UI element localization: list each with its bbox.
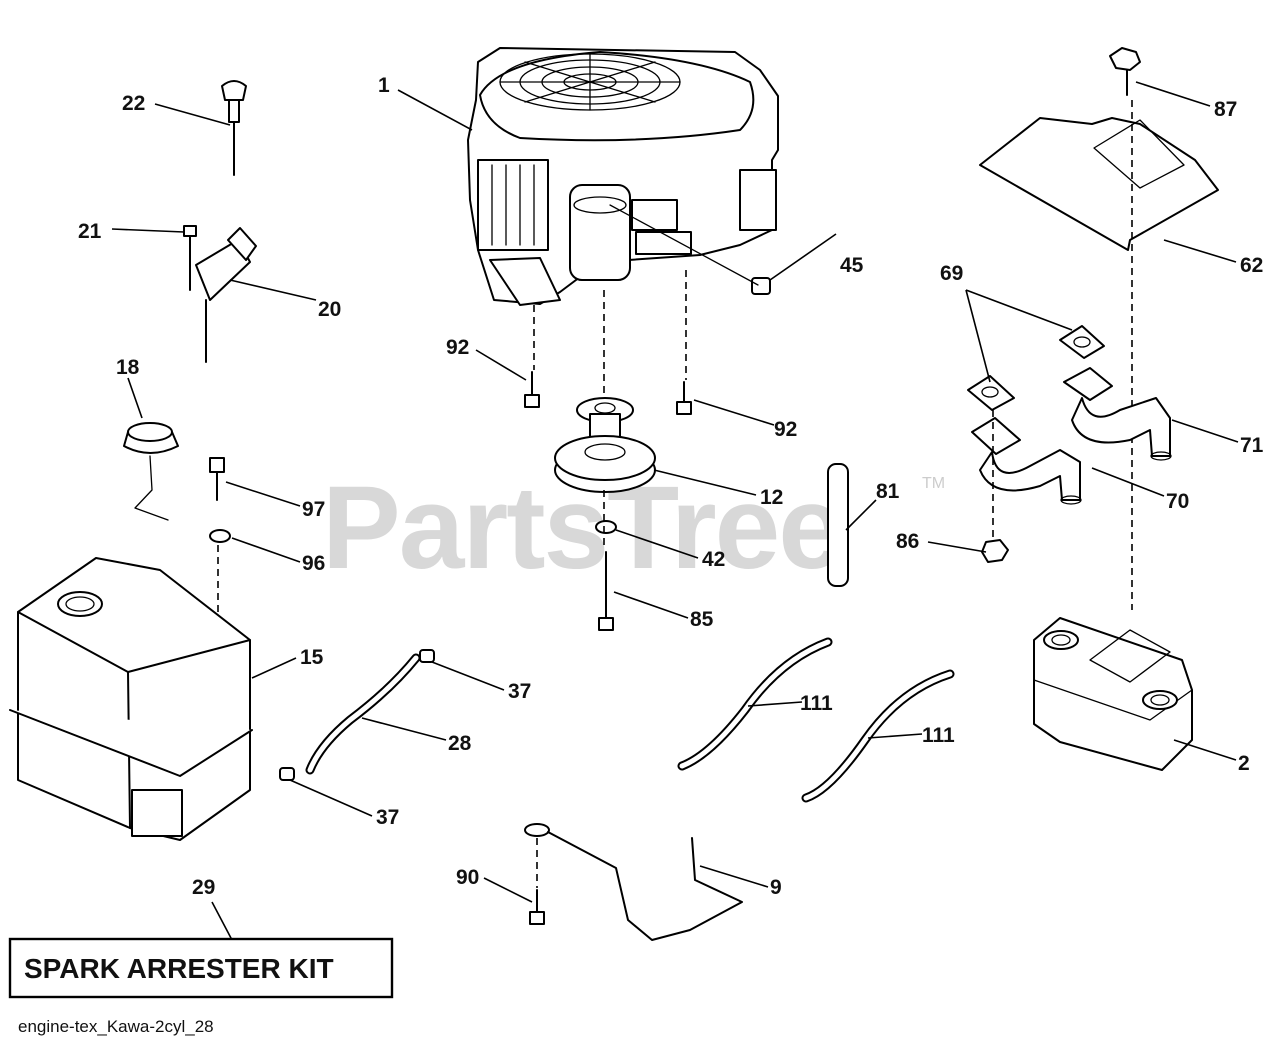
fuel-cap-part-18[interactable] — [123, 422, 179, 521]
callout-37-top: 37 — [508, 680, 531, 703]
callout-92-right: 92 — [774, 418, 797, 441]
callout-42: 42 — [702, 548, 725, 571]
callout-15: 15 — [300, 646, 324, 669]
callout-97: 97 — [302, 498, 325, 521]
callout-90: 90 — [456, 866, 479, 889]
heat-shield-part-62[interactable] — [979, 117, 1219, 251]
pulley-part-12[interactable] — [554, 397, 656, 493]
screw-part-87[interactable] — [1109, 47, 1141, 96]
leader-lines — [111, 81, 1239, 941]
callout-111-right: 111 — [922, 724, 955, 747]
callout-69: 69 — [940, 262, 963, 285]
exhaust-pipe-part-71[interactable] — [1063, 367, 1172, 461]
callout-92-left: 92 — [446, 336, 469, 359]
fuel-tank-part-15[interactable] — [9, 557, 253, 841]
gasket-part-69-left[interactable] — [967, 375, 1015, 411]
callout-71: 71 — [1240, 434, 1264, 457]
spark-arrester-kit-box[interactable]: SPARK ARRESTER KIT — [8, 937, 394, 999]
connector-45-line — [609, 204, 759, 286]
callout-21: 21 — [78, 220, 102, 243]
callout-22: 22 — [122, 92, 145, 115]
callout-numbers: 1 2 9 12 15 18 20 21 22 28 29 37 37 42 4… — [78, 74, 1264, 899]
hose-clamp-part-37-top[interactable] — [419, 649, 435, 663]
callout-86: 86 — [896, 530, 919, 553]
callout-28: 28 — [448, 732, 472, 755]
hose-part-111-right[interactable] — [801, 669, 955, 803]
exhaust-pipe-part-70[interactable] — [971, 417, 1082, 505]
muffler-part-2[interactable] — [1033, 617, 1193, 771]
callout-111-left: 111 — [800, 692, 833, 715]
hose-part-111-left[interactable] — [677, 637, 833, 771]
washer-part-42[interactable] — [595, 520, 617, 534]
callout-96: 96 — [302, 552, 325, 575]
nut-part-86[interactable] — [981, 539, 1009, 563]
callout-29: 29 — [192, 876, 215, 899]
callout-37-bottom: 37 — [376, 806, 399, 829]
dipstick-part-22[interactable] — [221, 80, 247, 176]
throttle-bracket-part-20[interactable] — [183, 225, 257, 363]
callout-85: 85 — [690, 608, 714, 631]
callout-87: 87 — [1214, 98, 1237, 121]
watermark-trademark: TM — [922, 475, 945, 492]
gasket-part-69-right[interactable] — [1059, 325, 1105, 359]
bolt-part-92-left[interactable] — [524, 305, 540, 408]
callout-81: 81 — [876, 480, 900, 503]
hose-clamp-part-37-bottom[interactable] — [279, 767, 295, 781]
callout-2: 2 — [1238, 752, 1250, 775]
callout-62: 62 — [1240, 254, 1263, 277]
bolt-part-90[interactable] — [529, 838, 545, 925]
callout-12: 12 — [760, 486, 783, 509]
callout-45: 45 — [840, 254, 864, 277]
bolt-part-85[interactable] — [598, 490, 614, 631]
engine-part[interactable] — [467, 47, 779, 306]
tube-part-81[interactable] — [827, 463, 849, 587]
callout-9: 9 — [770, 876, 782, 899]
connector-part-45[interactable] — [751, 277, 771, 295]
fuel-line-part-9[interactable] — [524, 823, 743, 941]
callout-70: 70 — [1166, 490, 1189, 513]
diagram-caption: engine-tex_Kawa-2cyl_28 — [18, 1017, 214, 1036]
washer-part-96[interactable] — [209, 529, 231, 543]
callout-18: 18 — [116, 356, 140, 379]
bolt-part-92-right[interactable] — [676, 270, 692, 415]
callout-20: 20 — [318, 298, 341, 321]
callout-1: 1 — [378, 74, 390, 97]
fuel-hose-part-28[interactable] — [305, 653, 421, 775]
spark-arrester-kit-label: SPARK ARRESTER KIT — [24, 953, 334, 984]
bolt-part-97[interactable] — [209, 457, 225, 501]
